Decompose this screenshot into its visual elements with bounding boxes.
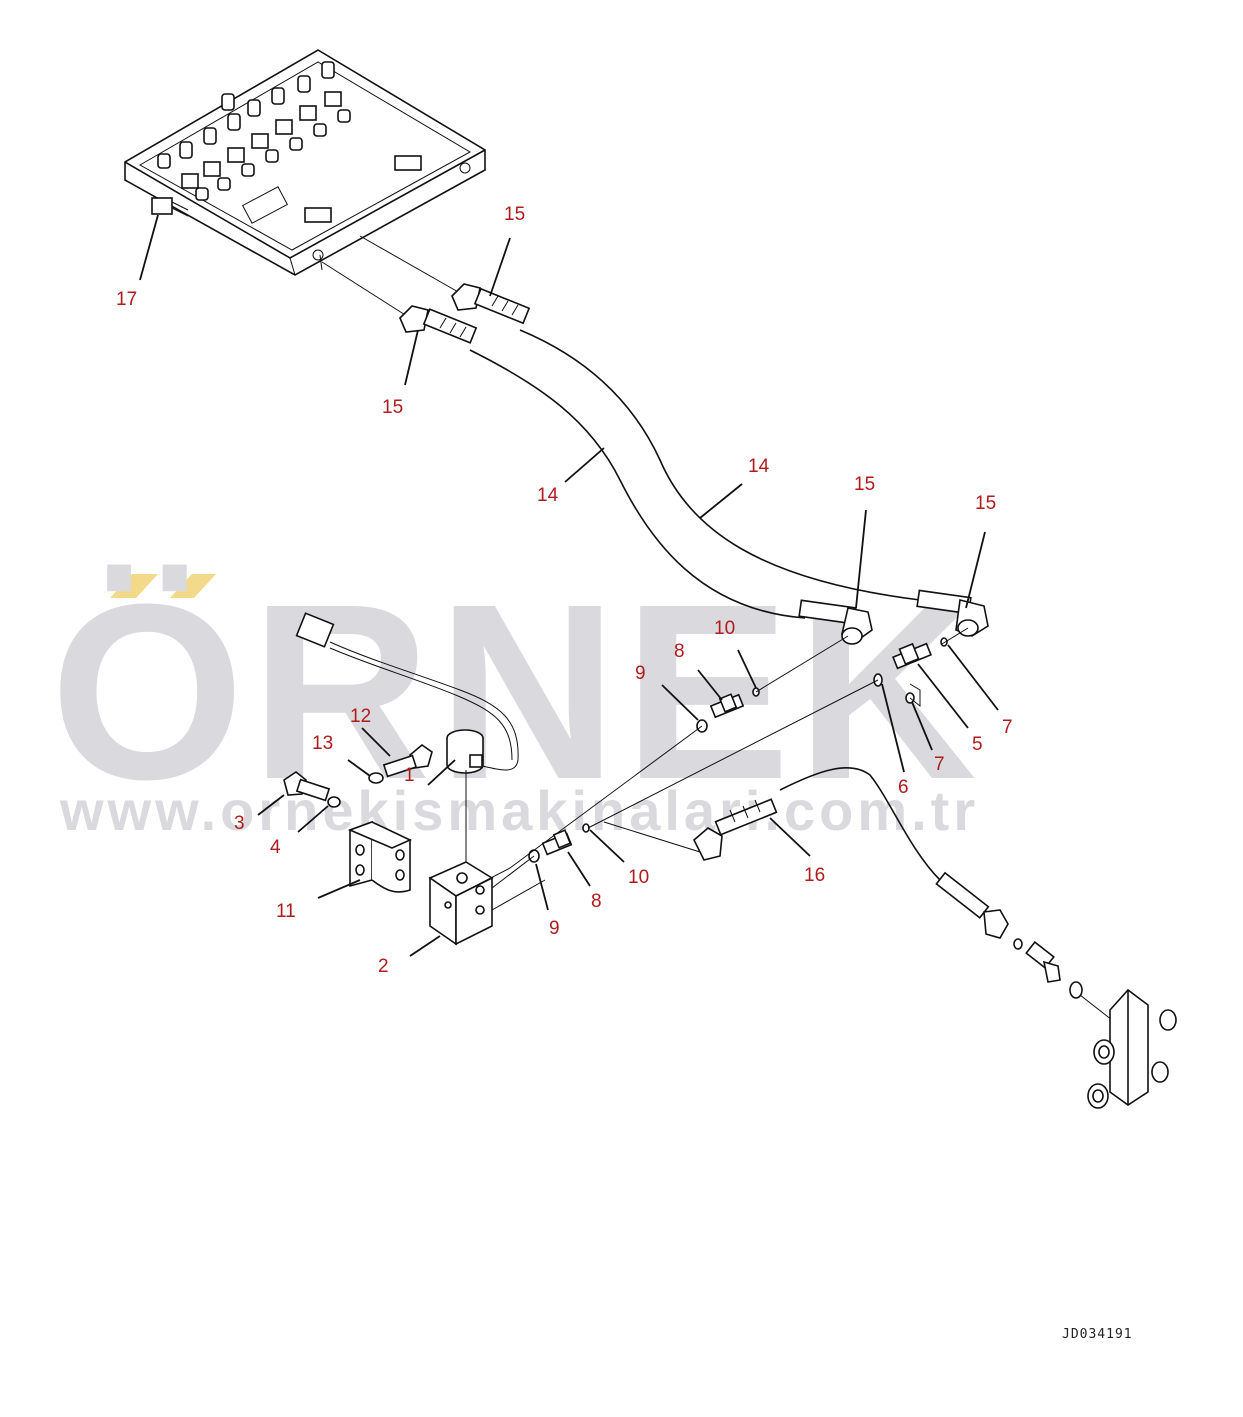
- watermark-accent-left: [110, 574, 158, 598]
- valve-body: [1087, 988, 1177, 1109]
- hose-16: [693, 767, 1113, 1021]
- callout-9-lower: 9: [549, 918, 560, 939]
- hose-fitting-upper-right: [451, 283, 531, 325]
- washer-13: [368, 772, 384, 784]
- watermark: ÖRNEK www.ornekismakinalari.com.tr: [50, 552, 983, 842]
- figure-id: JD034191: [1062, 1327, 1133, 1342]
- callout-15-right: 15: [975, 493, 996, 514]
- solenoid-valve: [295, 612, 519, 774]
- washer-4: [327, 796, 341, 808]
- hose-fitting-upper-left: [399, 305, 478, 344]
- callout-9-upper: 9: [635, 663, 646, 684]
- hose-14: [469, 329, 921, 619]
- callout-7-lower: 7: [934, 754, 945, 775]
- callout-11: 11: [276, 901, 296, 922]
- callout-4: 4: [270, 837, 281, 858]
- callout-5: 5: [972, 734, 983, 755]
- callout-2: 2: [378, 956, 389, 977]
- connection-lines: [455, 627, 969, 911]
- callout-12: 12: [350, 706, 371, 727]
- callout-8-upper: 8: [674, 641, 685, 662]
- callout-6: 6: [898, 777, 909, 798]
- callout-16: 16: [804, 865, 825, 886]
- callout-15-upper-right: 15: [504, 204, 525, 225]
- bolt-3: [283, 771, 331, 802]
- fitting-8-lower: [541, 829, 573, 856]
- control-valve-plate: [124, 49, 486, 319]
- callout-1: 1: [404, 765, 415, 786]
- callout-8-lower: 8: [591, 891, 602, 912]
- bracket-11: [347, 820, 412, 893]
- watermark-url: www.ornekismakinalari.com.tr: [59, 779, 979, 842]
- fitting-8-upper: [709, 693, 745, 719]
- callout-labels: 17 15 15 14 14 15 15 10 8 9 12 13 1 3 4 …: [116, 204, 1013, 977]
- valve-block-2: [428, 861, 494, 946]
- callout-3: 3: [234, 813, 245, 834]
- callout-10-upper: 10: [714, 618, 735, 639]
- callout-7-right: 7: [1002, 717, 1013, 738]
- leader-lines: [139, 214, 999, 957]
- watermark-text: ÖRNEK: [50, 552, 983, 831]
- callout-15-mid: 15: [854, 474, 875, 495]
- hose-fitting-lower-mid: [798, 599, 873, 645]
- callout-15-upper-left: 15: [382, 397, 403, 418]
- callout-10-lower: 10: [628, 867, 649, 888]
- fitting-5: [892, 642, 932, 670]
- callout-14-right: 14: [748, 456, 770, 477]
- callout-17: 17: [116, 289, 137, 310]
- callout-14-left: 14: [537, 485, 559, 506]
- watermark-accent-right: [170, 574, 216, 598]
- bolt-12: [382, 743, 433, 778]
- callout-13: 13: [312, 733, 333, 754]
